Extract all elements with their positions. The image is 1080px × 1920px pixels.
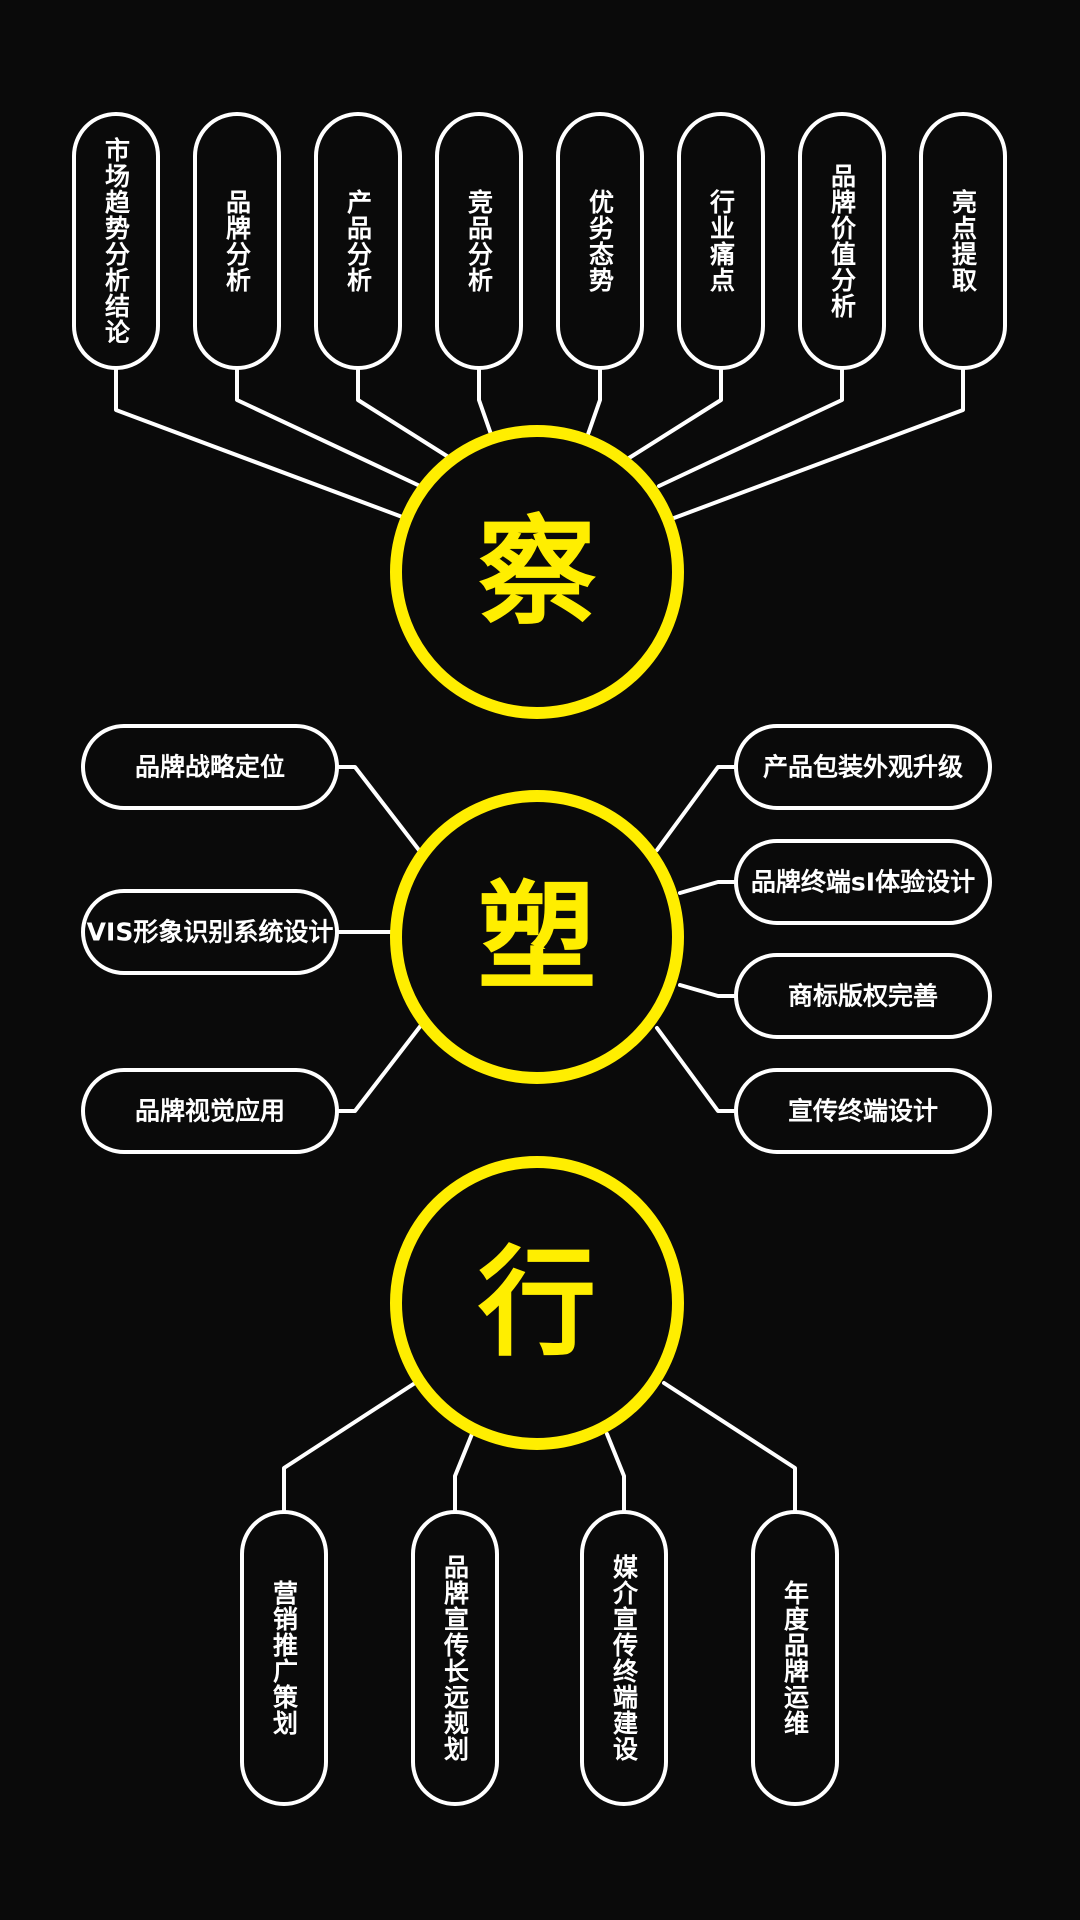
shape-left-node-3: 品牌视觉应用 — [81, 1068, 339, 1154]
connector-shape-right-4 — [655, 1026, 738, 1113]
connector-shape-right-3 — [678, 983, 738, 998]
connector-observe-1 — [114, 368, 407, 520]
observe-node-3: 产品分析 — [314, 112, 402, 370]
hub-shape: 塑 — [390, 790, 684, 1084]
shape-right-node-4-label: 宣传终端设计 — [788, 1097, 938, 1126]
shape-left-branch: 品牌战略定位 VIS形象识别系统设计 品牌视觉应用 — [81, 724, 339, 1154]
act-node-3: 媒介宣传终端建设 — [580, 1510, 668, 1806]
shape-right-node-3-label: 商标版权完善 — [788, 982, 938, 1011]
hub-shape-label: 塑 — [478, 868, 596, 1006]
connector-lines — [114, 368, 965, 1514]
observe-node-4: 竞品分析 — [435, 112, 523, 370]
act-node-4: 年度品牌运维 — [751, 1510, 839, 1806]
shape-right-node-2-label: 品牌终端sI体验设计 — [751, 868, 975, 897]
observe-node-6: 行业痛点 — [677, 112, 765, 370]
connector-shape-right-2 — [678, 880, 738, 895]
observe-node-5: 优劣态势 — [556, 112, 644, 370]
observe-node-2: 品牌分析 — [193, 112, 281, 370]
act-branch: 营销推广策划 品牌宣传长远规划 媒介宣传终端建设 年度品牌运维 — [240, 1510, 839, 1806]
hub-observe-label: 察 — [478, 503, 596, 641]
shape-right-branch: 产品包装外观升级 品牌终端sI体验设计 商标版权完善 宣传终端设计 — [734, 724, 992, 1154]
connector-observe-8 — [672, 368, 965, 520]
shape-left-node-1: 品牌战略定位 — [81, 724, 339, 810]
shape-right-node-3: 商标版权完善 — [734, 953, 992, 1039]
connector-observe-4 — [477, 368, 495, 442]
connector-observe-2 — [235, 368, 422, 488]
observe-node-7-label: 品牌价值分析 — [828, 163, 857, 319]
connector-act-4 — [662, 1381, 797, 1514]
act-node-4-label: 年度品牌运维 — [781, 1579, 810, 1736]
observe-node-1: 市场趋势分析结论 — [72, 112, 160, 370]
hub-shape-circle — [390, 790, 684, 1084]
shape-right-node-1-label: 产品包装外观升级 — [763, 753, 963, 782]
observe-node-8-label: 亮点提取 — [949, 188, 978, 293]
hub-act-circle — [390, 1156, 684, 1450]
observe-node-3-label: 产品分析 — [344, 189, 373, 293]
observe-node-6-label: 行业痛点 — [707, 189, 737, 293]
connector-shape-right-1 — [655, 765, 738, 852]
connector-shape-left-3 — [335, 1022, 424, 1113]
shape-left-node-2-label: VIS形象识别系统设计 — [87, 918, 334, 947]
connector-observe-3 — [356, 368, 452, 460]
act-node-2-label: 品牌宣传长远规划 — [441, 1554, 471, 1762]
connector-act-3 — [605, 1432, 626, 1514]
connector-act-2 — [453, 1432, 474, 1514]
hub-observe: 察 — [390, 425, 684, 719]
observe-node-4-label: 竞品分析 — [465, 188, 494, 293]
act-node-3-label: 媒介宣传终端建设 — [610, 1554, 640, 1762]
observe-node-7: 品牌价值分析 — [798, 112, 886, 370]
connector-act-1 — [282, 1381, 417, 1514]
shape-right-node-4: 宣传终端设计 — [734, 1068, 992, 1154]
connector-shape-left-1 — [335, 765, 424, 856]
observe-node-1-label: 市场趋势分析结论 — [102, 136, 131, 345]
observe-branch: 市场趋势分析结论 品牌分析 产品分析 竞品分析 优劣态势 行业痛点 品牌价值分析 — [72, 112, 1007, 370]
shape-left-node-1-label: 品牌战略定位 — [135, 753, 285, 782]
hub-observe-circle — [390, 425, 684, 719]
act-node-1: 营销推广策划 — [240, 1510, 328, 1806]
act-node-1-label: 营销推广策划 — [270, 1580, 299, 1736]
shape-right-node-1: 产品包装外观升级 — [734, 724, 992, 810]
observe-node-2-label: 品牌分析 — [223, 189, 252, 293]
shape-left-node-3-label: 品牌视觉应用 — [135, 1097, 285, 1126]
observe-node-5-label: 优劣态势 — [586, 189, 615, 293]
connector-observe-7 — [657, 368, 844, 488]
connector-observe-5 — [584, 368, 602, 442]
shape-right-node-2: 品牌终端sI体验设计 — [734, 839, 992, 925]
connector-observe-6 — [627, 368, 723, 460]
hub-act: 行 — [390, 1156, 684, 1450]
hub-act-label: 行 — [478, 1234, 596, 1372]
act-node-2: 品牌宣传长远规划 — [411, 1510, 499, 1806]
shape-left-node-2: VIS形象识别系统设计 — [81, 889, 339, 975]
observe-node-8: 亮点提取 — [919, 112, 1007, 370]
